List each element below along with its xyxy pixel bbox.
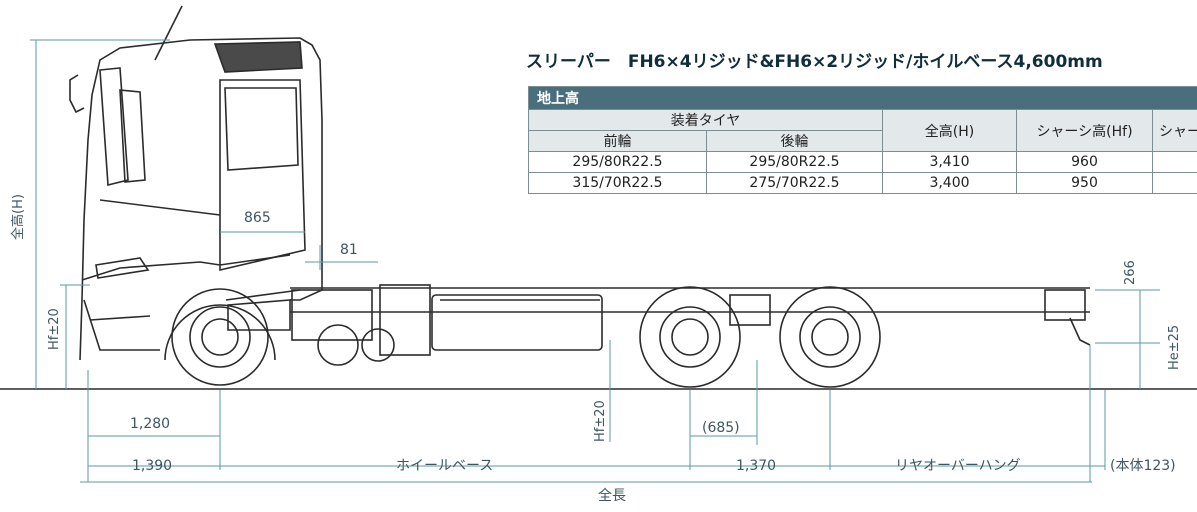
chassis-frame xyxy=(290,284,1091,356)
spec-title: スリーパー FH6×4リジッド&FH6×2リジッド/ホイルベース4,600mm xyxy=(526,52,1103,72)
rear-tire-cell: 275/70R22.5 xyxy=(706,172,883,194)
front-tire-cell: 295/80R22.5 xyxy=(528,151,707,173)
rear-wheel-2 xyxy=(779,286,881,388)
dim-81-label: 81 xyxy=(340,242,358,258)
truck-cab xyxy=(69,5,323,361)
body-123-label: (本体123) xyxy=(1110,458,1176,474)
dim-1370-label: 1,370 xyxy=(736,458,776,474)
overall-height-header: 全高(H) xyxy=(882,109,1017,152)
overall-height-cell: 3,410 xyxy=(882,151,1017,173)
chassis-height-header: シャーシ高(Hf) xyxy=(1016,109,1153,152)
dim-685-label: (685) xyxy=(702,420,740,436)
table-section-header: 地上高 xyxy=(528,86,1197,110)
table-row: 315/70R22.5 275/70R22.5 3,400 950 xyxy=(528,172,1197,194)
tire-group-header: 装着タイヤ xyxy=(528,109,883,131)
cut-cell xyxy=(1151,172,1197,194)
fuel-tank xyxy=(317,324,395,366)
chassis-height-cell: 960 xyxy=(1016,151,1153,173)
dimension-lines xyxy=(30,39,1160,483)
overall-height-cell: 3,400 xyxy=(882,172,1017,194)
front-wheel xyxy=(164,288,276,386)
overall-height-label: 全高(H) xyxy=(10,194,26,240)
cut-cell xyxy=(1151,151,1197,173)
hf-mid-label: Hf±20 xyxy=(593,400,608,442)
dim-266-label: 266 xyxy=(1123,260,1138,285)
front-tire-cell: 315/70R22.5 xyxy=(528,172,707,194)
ground-height-table: 地上高 装着タイヤ 全高(H) シャーシ高(Hf) シャー 前輪 後輪 295/… xyxy=(528,86,1197,244)
wheelbase-label: ホイールベース xyxy=(396,458,493,474)
dim-1390-label: 1,390 xyxy=(132,458,172,474)
hf-left-label: Hf±20 xyxy=(47,308,62,350)
dim-865-label: 865 xyxy=(244,210,271,226)
front-tire-header: 前輪 xyxy=(528,130,707,152)
he-label: He±25 xyxy=(1167,325,1182,370)
chassis-height-cell: 950 xyxy=(1016,172,1153,194)
rear-wheel-1 xyxy=(639,286,741,388)
overall-length-label: 全長 xyxy=(598,487,626,504)
rear-tire-header: 後輪 xyxy=(706,130,883,152)
rear-tire-cell: 295/80R22.5 xyxy=(706,151,883,173)
rear-overhang-label: リヤオーバーハング xyxy=(895,458,1021,474)
table-row: 295/80R22.5 295/80R22.5 3,410 960 xyxy=(528,151,1197,173)
dim-1280-label: 1,280 xyxy=(130,416,170,432)
cut-column-header: シャー xyxy=(1151,109,1197,152)
